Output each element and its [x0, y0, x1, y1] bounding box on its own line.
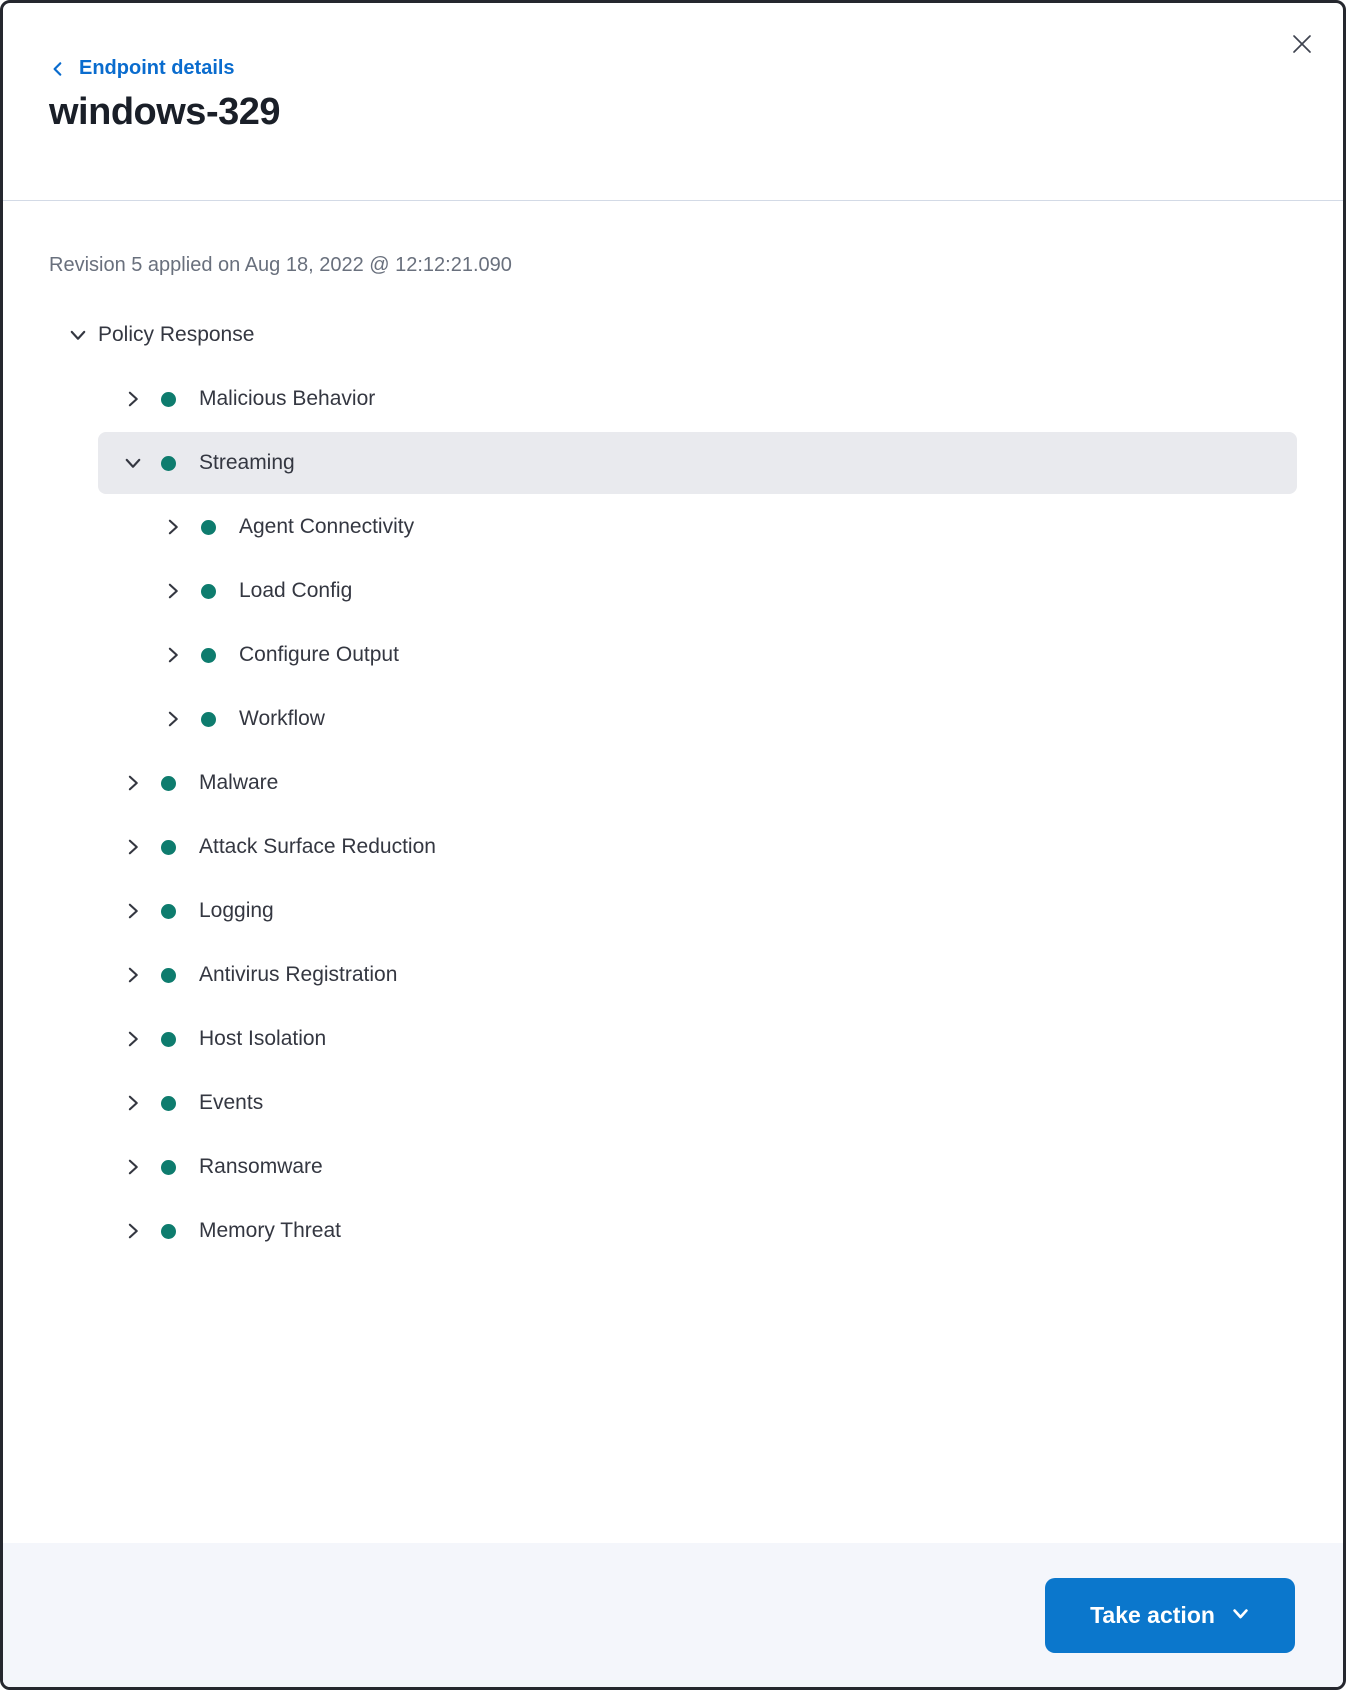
chevron-right-icon[interactable]	[123, 1157, 143, 1177]
status-dot-icon	[161, 903, 176, 919]
chevron-right-icon[interactable]	[123, 389, 143, 409]
tree-item-label: Agent Connectivity	[239, 515, 415, 538]
chevron-left-icon	[49, 60, 67, 78]
tree-item-label: Logging	[199, 899, 274, 922]
back-link-label: Endpoint details	[79, 57, 235, 79]
status-dot-icon	[161, 967, 176, 983]
tree-item-streaming[interactable]: Streaming	[3, 431, 1343, 495]
tree-item-label: Streaming	[199, 451, 295, 474]
tree-item-configure-output[interactable]: Configure Output	[3, 623, 1343, 687]
tree-item-memory-threat[interactable]: Memory Threat	[3, 1199, 1343, 1263]
tree-item-label: Host Isolation	[199, 1027, 327, 1050]
status-dot-icon	[161, 775, 176, 791]
chevron-right-icon[interactable]	[163, 645, 183, 665]
status-dot-icon	[161, 1031, 176, 1047]
status-dot-icon	[201, 519, 216, 535]
tree-item-attack-surface-reduction[interactable]: Attack Surface Reduction	[3, 815, 1343, 879]
selected-row-highlight	[98, 432, 1297, 494]
status-dot-icon	[161, 839, 176, 855]
tree-item-label: Antivirus Registration	[199, 963, 398, 986]
status-dot-icon	[201, 583, 216, 599]
tree-item-antivirus-registration[interactable]: Antivirus Registration	[3, 943, 1343, 1007]
chevron-right-icon[interactable]	[163, 581, 183, 601]
status-dot-icon	[161, 455, 176, 471]
chevron-down-icon	[1231, 1602, 1250, 1629]
chevron-right-icon[interactable]	[123, 965, 143, 985]
flyout-footer: Take action	[3, 1543, 1343, 1687]
tree-item-host-isolation[interactable]: Host Isolation	[3, 1007, 1343, 1071]
chevron-right-icon[interactable]	[123, 773, 143, 793]
tree-item-logging[interactable]: Logging	[3, 879, 1343, 943]
chevron-right-icon[interactable]	[163, 517, 183, 537]
close-button[interactable]	[1287, 30, 1317, 60]
tree-item-ransomware[interactable]: Ransomware	[3, 1135, 1343, 1199]
chevron-down-icon[interactable]	[68, 325, 88, 345]
take-action-label: Take action	[1090, 1602, 1215, 1628]
flyout-header: Endpoint details windows-329	[3, 3, 1343, 201]
tree-item-label: Malicious Behavior	[199, 387, 376, 410]
back-link[interactable]: Endpoint details	[49, 57, 235, 80]
tree-item-label: Configure Output	[239, 643, 399, 666]
tree-item-label: Memory Threat	[199, 1219, 341, 1242]
tree-item-malicious-behavior[interactable]: Malicious Behavior	[3, 367, 1343, 431]
tree-item-label: Policy Response	[98, 323, 255, 346]
tree-item-label: Workflow	[239, 707, 325, 730]
tree-item-malware[interactable]: Malware	[3, 751, 1343, 815]
chevron-right-icon[interactable]	[123, 1029, 143, 1049]
chevron-right-icon[interactable]	[123, 837, 143, 857]
status-dot-icon	[161, 1095, 176, 1111]
status-dot-icon	[201, 647, 216, 663]
page-title: windows-329	[49, 91, 281, 133]
chevron-right-icon[interactable]	[163, 709, 183, 729]
close-icon	[1290, 32, 1314, 59]
status-dot-icon	[161, 1159, 176, 1175]
status-dot-icon	[201, 711, 216, 727]
tree-item-workflow[interactable]: Workflow	[3, 687, 1343, 751]
chevron-right-icon[interactable]	[123, 1093, 143, 1113]
chevron-down-icon[interactable]	[123, 453, 143, 473]
tree-item-label: Load Config	[239, 579, 353, 602]
tree-item-label: Ransomware	[199, 1155, 323, 1178]
revision-text: Revision 5 applied on Aug 18, 2022 @ 12:…	[49, 254, 512, 276]
tree-item-label: Attack Surface Reduction	[199, 835, 436, 858]
status-dot-icon	[161, 391, 176, 407]
tree-item-policy-response[interactable]: Policy Response	[3, 303, 1343, 367]
chevron-right-icon[interactable]	[123, 901, 143, 921]
tree-item-agent-connectivity[interactable]: Agent Connectivity	[3, 495, 1343, 559]
status-dot-icon	[161, 1223, 176, 1239]
tree-item-label: Events	[199, 1091, 264, 1114]
tree-item-label: Malware	[199, 771, 279, 794]
tree-item-events[interactable]: Events	[3, 1071, 1343, 1135]
chevron-right-icon[interactable]	[123, 1221, 143, 1241]
tree-item-load-config[interactable]: Load Config	[3, 559, 1343, 623]
take-action-button[interactable]: Take action	[1045, 1578, 1295, 1653]
